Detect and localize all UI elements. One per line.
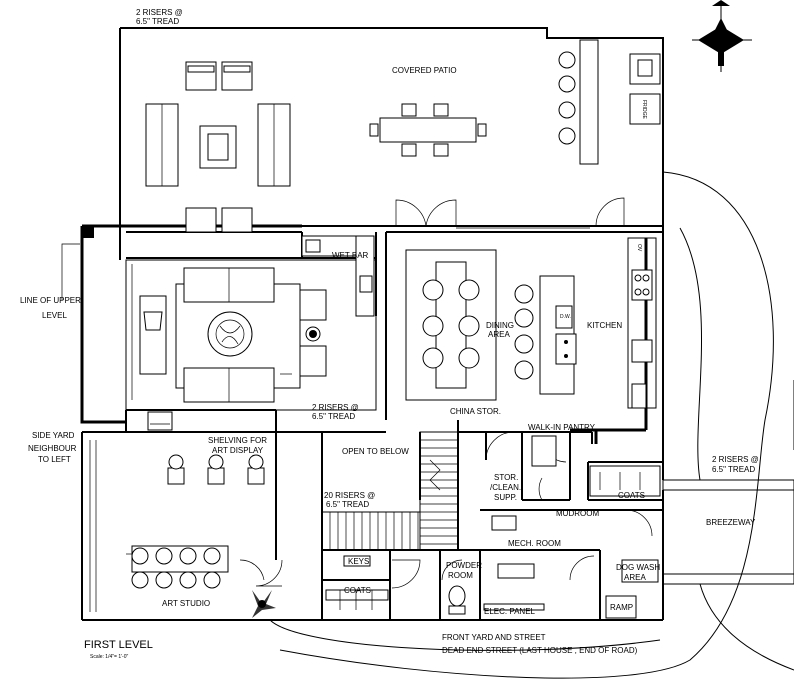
outdoor-bar: FRIDGE — [558, 39, 661, 165]
art-studio-furniture — [126, 411, 265, 589]
mech-room-label: MECH. ROOM — [508, 539, 561, 548]
kitchen-label: KITCHEN — [587, 321, 622, 330]
dishwasher-label: D.W. — [560, 314, 571, 320]
mudroom-fixtures — [325, 428, 661, 619]
room-labels: 2 RISERS @ 6.5" TREAD COVERED PATIO LINE… — [20, 8, 759, 660]
risers-fam-label-2: 6.5" TREAD — [312, 412, 355, 421]
risers-top-label-2: 6.5" TREAD — [136, 17, 179, 26]
risers-stair-label-1: 20 RISERS @ — [324, 491, 375, 500]
covered-patio-label: COVERED PATIO — [392, 66, 457, 75]
first-level-title: FIRST LEVEL — [84, 639, 153, 651]
walk-in-pantry-label: WALK-IN PANTRY — [528, 423, 596, 432]
wet-bar-label: WET BAR — [332, 251, 369, 260]
stor-label-3: SUPP. — [494, 493, 517, 502]
risers-fam-label-1: 2 RISERS @ — [312, 403, 359, 412]
keys-label: KEYS — [348, 557, 369, 566]
risers-right-label-1: 2 RISERS @ — [712, 455, 759, 464]
china-stor-label: CHINA STOR. — [450, 407, 501, 416]
powder-label-2: ROOM — [448, 571, 473, 580]
line-upper-label-2: LEVEL — [42, 311, 67, 320]
wet-bar — [301, 235, 375, 317]
patio-lounge-set — [145, 61, 291, 233]
shelving-label-2: ART DISPLAY — [212, 446, 264, 455]
driveway-curves — [269, 171, 794, 679]
side-yard-label-3: TO LEFT — [38, 455, 71, 464]
patio-dining-set — [369, 103, 487, 157]
open-below-label: OPEN TO BELOW — [342, 447, 409, 456]
dining-area-furniture — [405, 249, 497, 401]
mudroom-label: MUDROOM — [556, 509, 599, 518]
ramp-label: RAMP — [610, 603, 633, 612]
dining-label-2: AREA — [488, 330, 510, 339]
outdoor-fridge-label: FRIDGE — [641, 100, 647, 120]
dog-wash-label-1: DOG WASH — [616, 563, 660, 572]
side-yard-label-2: NEIGHBOUR — [28, 444, 77, 453]
powder-label-1: POWDER — [446, 561, 482, 570]
dining-label-1: DINING — [486, 321, 514, 330]
breezeway — [662, 479, 794, 585]
stor-label-1: STOR. — [494, 473, 518, 482]
windows — [89, 227, 590, 612]
risers-stair-label-2: 6.5" TREAD — [326, 500, 369, 509]
risers-top-label-1: 2 RISERS @ — [136, 8, 183, 17]
doors — [239, 197, 653, 589]
line-upper-label-1: LINE OF UPPER — [20, 296, 81, 305]
kitchen-island: D.W. — [514, 275, 577, 395]
scale-label: Scale: 1/4"= 1'-0" — [90, 654, 129, 660]
breezeway-label: BREEZEWAY — [706, 518, 756, 527]
side-yard-label-1: SIDE YARD — [32, 431, 75, 440]
staircase — [322, 431, 459, 551]
oven-label: OV — [636, 244, 642, 252]
shelving-label-1: SHELVING FOR — [208, 436, 267, 445]
coats-mud-label: COATS — [618, 491, 645, 500]
family-room-furniture — [139, 267, 327, 403]
plant-icon — [252, 590, 276, 618]
art-studio-label: ART STUDIO — [162, 599, 210, 608]
stor-label-2: /CLEAN. — [490, 483, 521, 492]
kitchen-counter: OV — [594, 237, 657, 444]
dog-wash-label-2: AREA — [624, 573, 646, 582]
risers-right-label-2: 6.5" TREAD — [712, 465, 755, 474]
front-yard-label: FRONT YARD AND STREET — [442, 633, 546, 642]
coats-front-label: COATS — [344, 586, 371, 595]
elec-panel-label: ELEC. PANEL — [484, 607, 536, 616]
north-arrow-icon — [692, 0, 752, 72]
dead-end-label: DEAD END STREET (LAST HOUSE , END OF ROA… — [442, 646, 638, 655]
